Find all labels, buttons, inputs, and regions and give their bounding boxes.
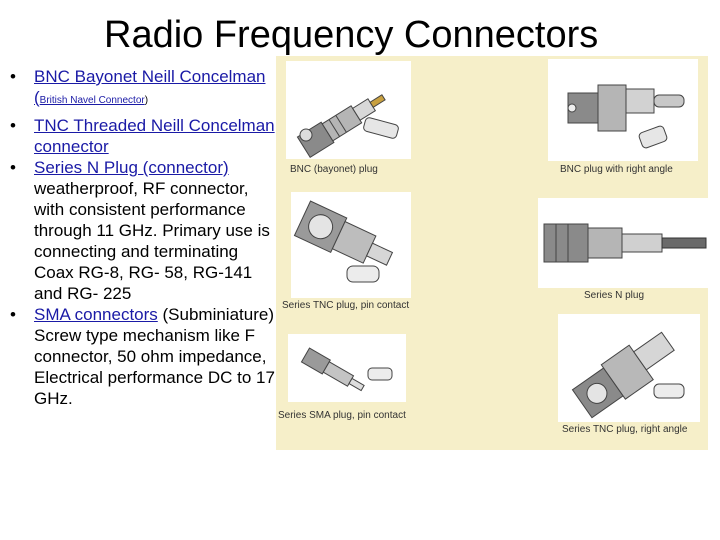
caption-bnc-plug: BNC (bayonet) plug [290, 164, 378, 175]
sma-description: (Subminiature) Screw type mechanism like… [34, 305, 275, 408]
sma-link[interactable]: SMA connectors [34, 305, 158, 324]
bnc-plug-photo [286, 61, 411, 159]
bullet-sma: SMA connectors (Subminiature) Screw type… [10, 304, 280, 409]
bnc-close-paren: ) [144, 95, 149, 106]
bnc-link[interactable]: BNC Bayonet Neill Concelman (British Nav… [34, 67, 266, 107]
bnc-right-angle-photo [548, 59, 698, 161]
series-n-description: weatherproof, RF connector, with consist… [34, 179, 270, 303]
caption-sma-pin: Series SMA plug, pin contact [278, 410, 406, 421]
sma-plug-photo [288, 334, 406, 402]
bullet-bnc: BNC Bayonet Neill Concelman (British Nav… [10, 66, 280, 111]
series-n-plug-photo [538, 198, 708, 288]
bullet-list: BNC Bayonet Neill Concelman (British Nav… [10, 66, 280, 409]
bullet-series-n: Series N Plug (connector) weatherproof, … [10, 157, 280, 304]
bnc-link-small-text: British Navel Connector [39, 95, 145, 106]
tnc-right-angle-photo [558, 314, 700, 422]
bnc-link-text: BNC Bayonet Neill Concelman ( [34, 67, 266, 107]
bullet-tnc: TNC Threaded Neill Concelman connector [10, 115, 280, 157]
caption-bnc-right-angle: BNC plug with right angle [560, 164, 673, 175]
slide-title: Radio Frequency Connectors [104, 14, 599, 56]
tnc-link[interactable]: TNC Threaded Neill Concelman connector [34, 116, 275, 156]
caption-tnc-right-angle: Series TNC plug, right angle [562, 424, 688, 435]
series-n-link[interactable]: Series N Plug (connector) [34, 158, 229, 177]
caption-series-n: Series N plug [584, 290, 645, 301]
connector-figure: BNC (bayonet) plug BNC plug with right a… [276, 56, 708, 450]
tnc-plug-photo [291, 192, 411, 298]
caption-tnc-pin: Series TNC plug, pin contact [282, 300, 410, 311]
